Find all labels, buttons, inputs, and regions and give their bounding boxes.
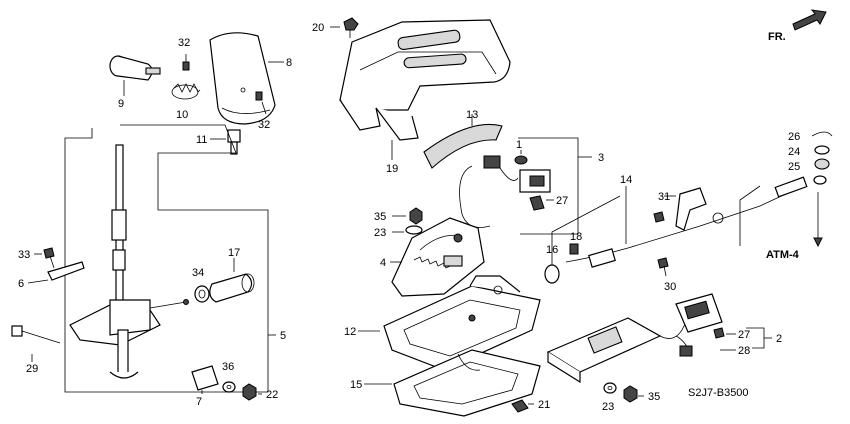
nut-35-upper: [409, 207, 423, 225]
pin-7: [191, 365, 219, 391]
bolt-30: [657, 257, 669, 277]
callout-3: 3: [598, 152, 604, 164]
callout-12: 12: [344, 326, 356, 338]
callout-13: 13: [466, 109, 478, 121]
callout-11: 11: [196, 134, 207, 146]
shift-lock-solenoid: [546, 293, 723, 384]
callout-35b: 35: [648, 391, 660, 403]
callout-20: 20: [312, 22, 324, 34]
callout-28: 28: [738, 345, 750, 357]
boot-gasket: [393, 349, 541, 417]
knob-button: [109, 55, 161, 81]
console-panel: [339, 19, 511, 141]
callout-29: 29: [26, 363, 38, 375]
callout-17: 17: [228, 247, 240, 259]
bolt-29: [11, 325, 61, 344]
bolt-11: [227, 129, 241, 155]
callout-8: 8: [286, 57, 292, 69]
callout-19: 19: [386, 163, 398, 175]
detent-spring: [47, 261, 85, 281]
bushing-16: [544, 264, 560, 284]
bushing-17: [209, 273, 255, 303]
washer-36: [222, 381, 236, 393]
callout-36: 36: [222, 361, 234, 373]
diagram-code: S2J7-B3500: [688, 387, 749, 399]
callout-27b: 27: [738, 329, 750, 341]
shift-knob: [209, 32, 276, 125]
callout-33: 33: [18, 249, 30, 261]
callout-35a: 35: [374, 211, 386, 223]
callout-2: 2: [776, 333, 782, 345]
callout-15: 15: [350, 379, 362, 391]
callout-10: 10: [176, 109, 188, 121]
clip-27-lower: [713, 327, 725, 339]
position-indicator: [391, 217, 485, 297]
clip-20: [343, 17, 359, 38]
callout-9: 9: [118, 98, 124, 110]
callout-25: 25: [788, 161, 800, 173]
callout-5: 5: [280, 330, 286, 342]
shift-cable: [565, 175, 827, 268]
callout-7: 7: [196, 396, 202, 408]
callout-27a: 27: [556, 195, 568, 207]
clip-21: [511, 399, 529, 413]
washer-23-lower: [603, 382, 617, 394]
callout-30: 30: [664, 281, 676, 293]
indicator-harness: [459, 155, 551, 228]
screw-32-right: [255, 91, 263, 101]
cable-bracket: [675, 187, 707, 231]
bolt-33: [43, 247, 55, 269]
callout-6: 6: [18, 278, 24, 290]
knob-spring: [171, 83, 201, 100]
callout-22: 22: [266, 389, 278, 401]
nut-22: [242, 383, 257, 401]
callout-1: 1: [516, 139, 522, 151]
clip-26: [811, 131, 833, 137]
indicator-cover: [423, 123, 503, 169]
callout-4: 4: [380, 257, 386, 269]
callout-14: 14: [620, 174, 632, 186]
nut-35-lower: [623, 385, 638, 403]
reference-label: ATM-4: [766, 249, 800, 261]
washer-24: [814, 145, 830, 155]
callout-16: 16: [546, 244, 558, 256]
washer-23-upper: [405, 225, 423, 235]
front-label: FR.: [768, 31, 786, 43]
shift-lever: [69, 144, 189, 379]
clip-18: [569, 243, 579, 255]
callout-32b: 32: [258, 119, 270, 131]
callout-26: 26: [788, 131, 800, 143]
callout-23a: 23: [374, 227, 386, 239]
screw-32-top: [182, 54, 190, 71]
callout-31: 31: [658, 191, 670, 203]
callout-32a: 32: [178, 37, 190, 49]
bushing-25: [814, 158, 830, 170]
callout-24: 24: [788, 146, 800, 158]
callout-21: 21: [538, 399, 550, 411]
bolt-31: [653, 211, 665, 223]
base-bracket: [383, 275, 541, 371]
callout-23b: 23: [602, 401, 614, 413]
collar-34: [194, 285, 210, 303]
front-direction-arrow: [792, 9, 827, 31]
callout-34: 34: [192, 267, 204, 279]
callout-18: 18: [570, 231, 582, 243]
